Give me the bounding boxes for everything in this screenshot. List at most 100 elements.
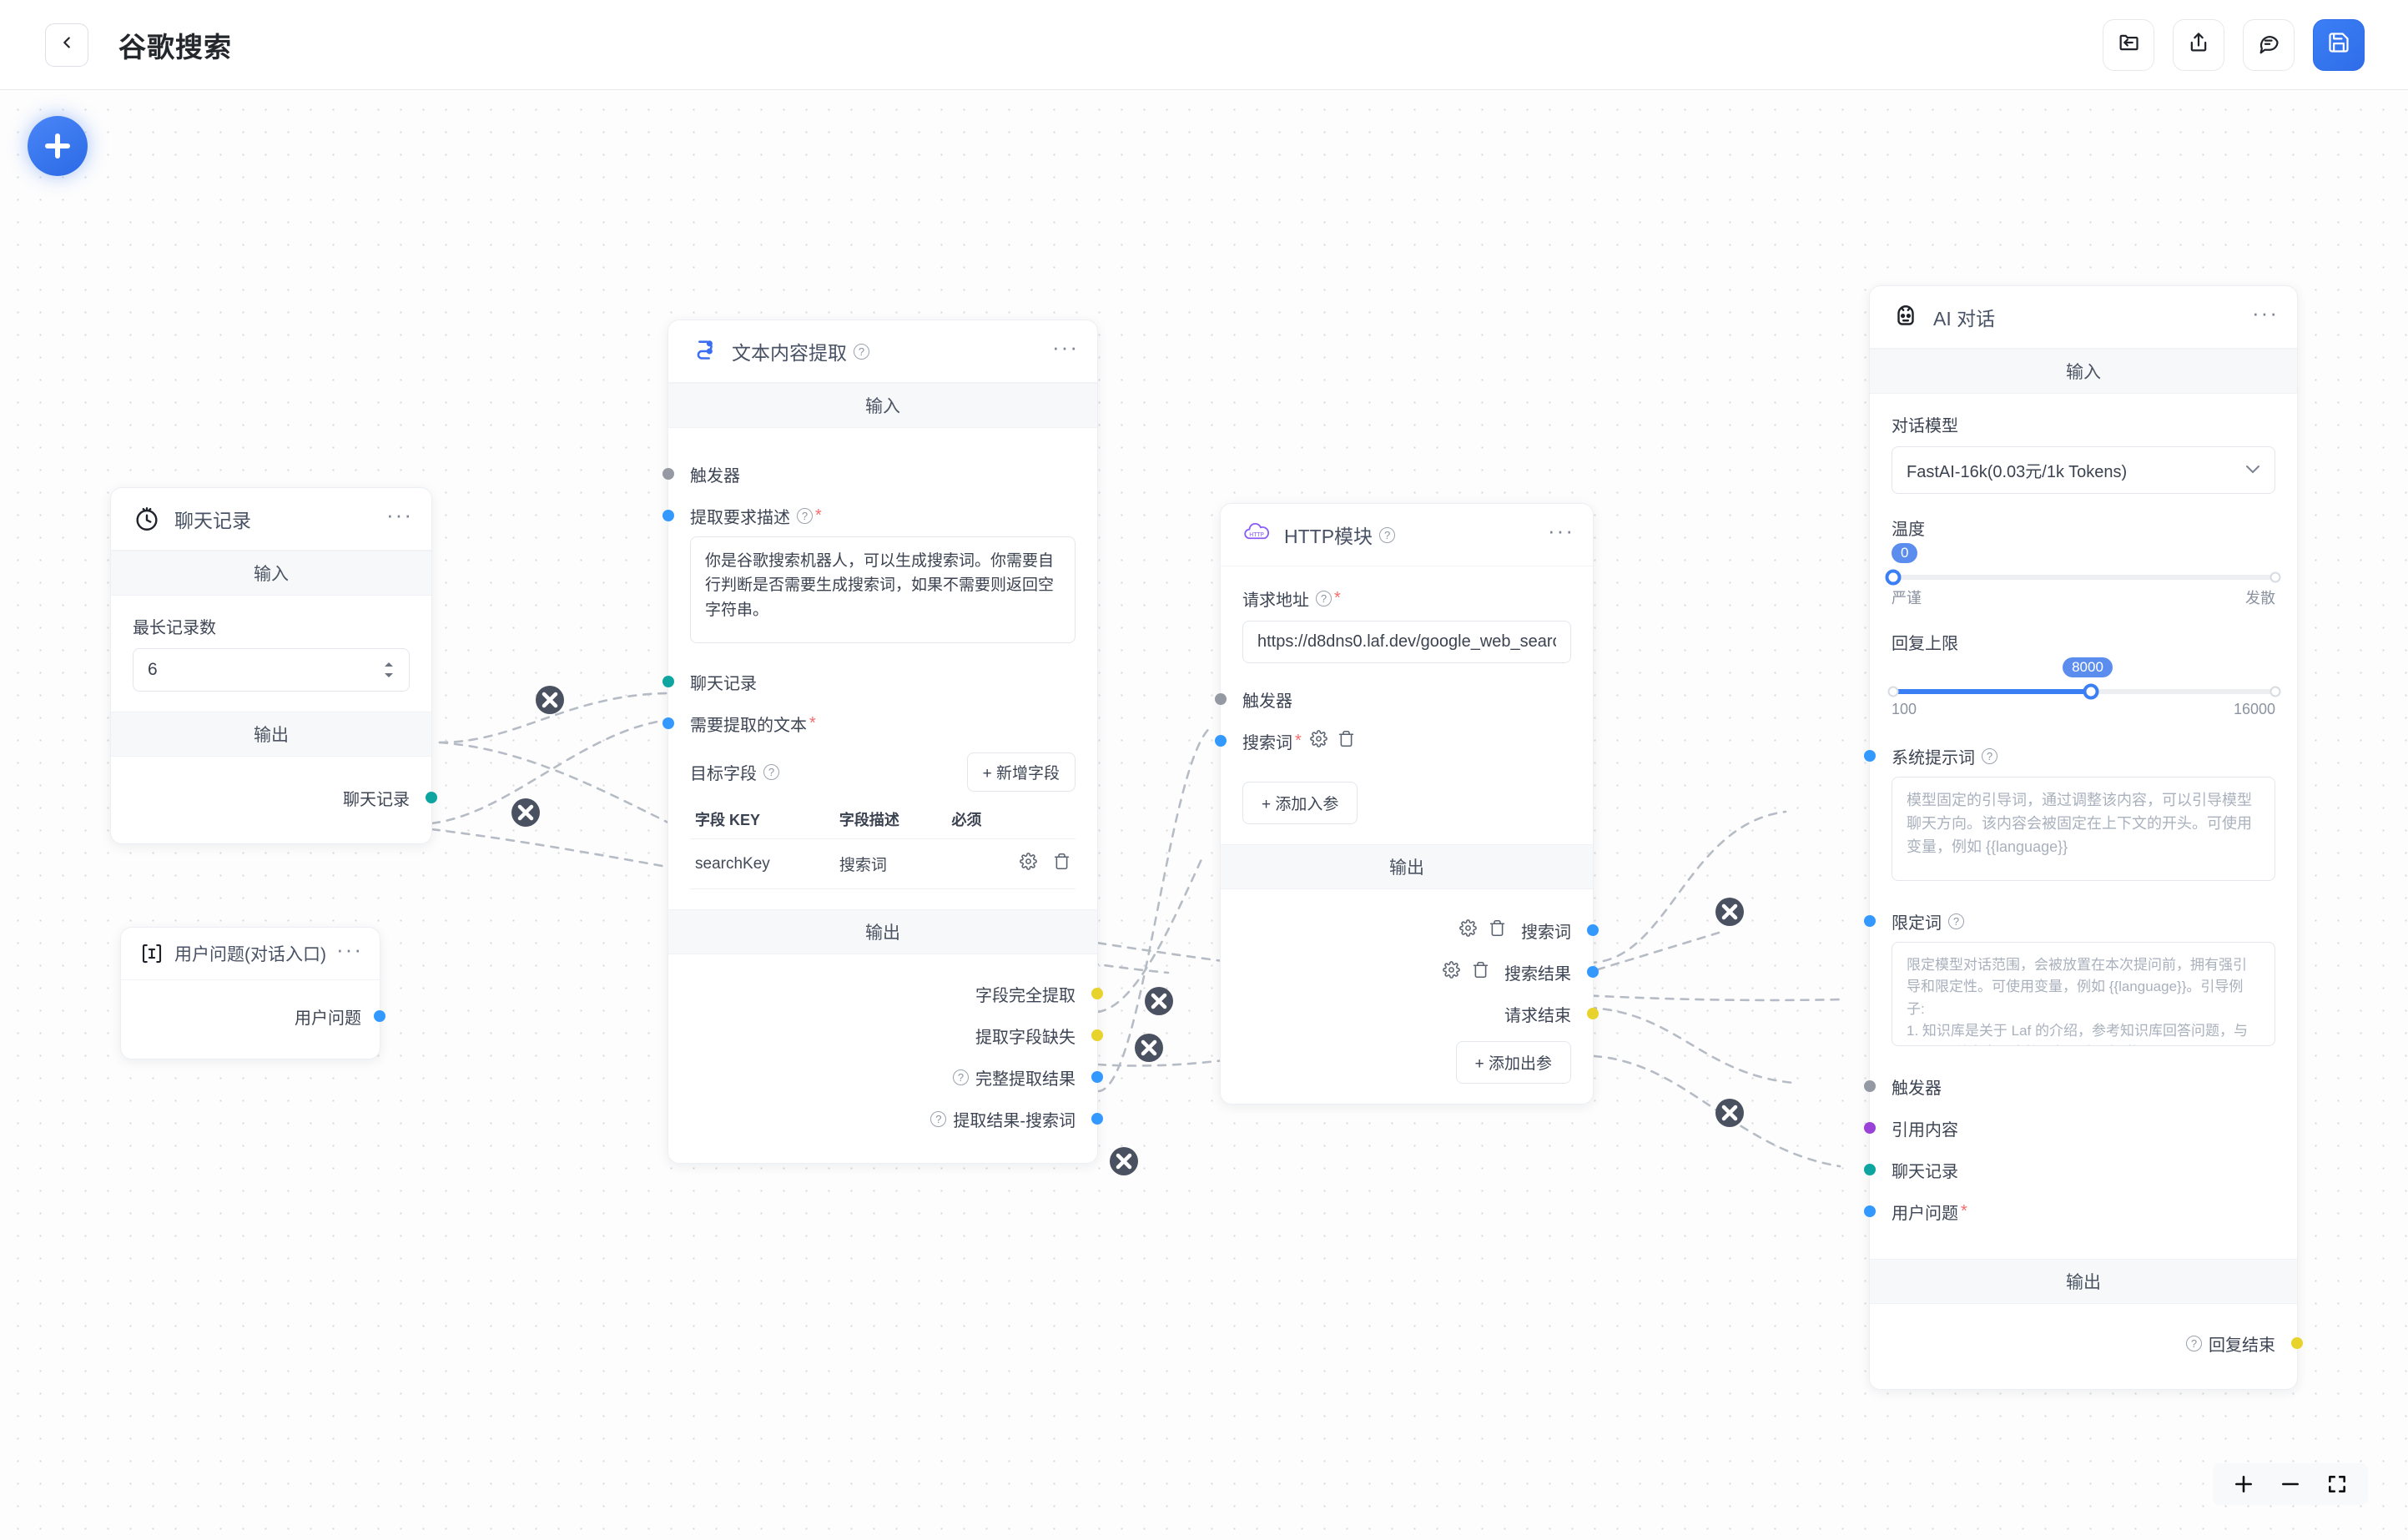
node-menu-button[interactable]: ··· [2252, 300, 2279, 325]
node-chat-history[interactable]: 聊天记录 ··· 输入 最长记录数 6 输出 聊天记录 [110, 487, 437, 844]
input-port-user-question[interactable]: 用户问题 * [1864, 1197, 2275, 1225]
output-port-chat-history[interactable]: 聊天记录 [133, 783, 437, 812]
workflow-canvas[interactable]: 聊天记录 ··· 输入 最长记录数 6 输出 聊天记录 [0, 90, 2408, 1540]
port-dot[interactable] [2291, 1337, 2303, 1349]
port-dot[interactable] [1864, 1205, 1876, 1217]
port-dot[interactable] [1864, 915, 1876, 927]
input-port-system-prompt[interactable]: 系统提示词 ? [1864, 742, 2275, 770]
input-port-chat-history[interactable]: 聊天记录 [662, 667, 1076, 696]
output-port-search-key[interactable]: 搜索词 [1242, 916, 1599, 944]
trash-icon[interactable] [1053, 853, 1071, 875]
output-port-request-end[interactable]: 请求结束 [1242, 999, 1599, 1028]
node-http-module[interactable]: HTTP HTTP模块 ? ··· 请求地址 ? * 触发器 搜索词 * [1215, 503, 1599, 1105]
port-dot[interactable] [1864, 1164, 1876, 1175]
input-port-quote[interactable]: 引用内容 [1864, 1114, 2275, 1142]
add-node-button[interactable] [28, 116, 88, 176]
add-output-param-button[interactable]: + 添加出参 [1455, 1041, 1571, 1084]
node-ai-chat[interactable]: AI 对话 ··· 输入 对话模型 FastAI-16k(0.03元/1k To… [1864, 285, 2303, 1390]
node-menu-button[interactable]: ··· [336, 937, 363, 962]
port-dot[interactable] [1091, 1029, 1103, 1041]
trash-icon[interactable] [1337, 730, 1355, 752]
zoom-in-icon[interactable] [2233, 1473, 2254, 1495]
output-port-reply-end[interactable]: ? 回复结束 [1892, 1329, 2303, 1357]
stepper-arrows[interactable] [383, 661, 395, 679]
gear-icon[interactable] [1019, 853, 1037, 875]
output-port-search-result[interactable]: 搜索结果 [1242, 958, 1599, 986]
input-port-trigger[interactable]: 触发器 [1215, 685, 1571, 713]
export-button[interactable] [2173, 18, 2224, 71]
node-menu-button[interactable]: ··· [1052, 335, 1079, 360]
port-dot[interactable] [662, 510, 674, 521]
add-input-param-button[interactable]: + 添加入参 [1242, 782, 1358, 824]
port-dot[interactable] [1091, 1071, 1103, 1083]
gear-icon[interactable] [1443, 960, 1460, 984]
help-icon[interactable]: ? [1316, 591, 1332, 606]
input-port-requirement[interactable]: 提取要求描述 ? * [662, 501, 1076, 530]
back-button[interactable] [45, 23, 88, 67]
input-port-trigger[interactable]: 触发器 [662, 460, 1076, 488]
help-icon[interactable]: ? [2186, 1335, 2202, 1351]
port-dot[interactable] [1091, 1113, 1103, 1125]
port-dot[interactable] [662, 717, 674, 729]
help-icon[interactable]: ? [854, 343, 869, 360]
port-dot[interactable] [1091, 988, 1103, 999]
target-fields-table: 字段 KEY 字段描述 必须 searchKey 搜索词 [690, 800, 1076, 889]
temperature-slider[interactable] [1885, 569, 2281, 586]
temperature-value: 0 [1892, 543, 1918, 563]
node-text-extract[interactable]: 文本内容提取 ? ··· 输入 触发器 提取要求描述 ? * 聊天记录 [662, 320, 1103, 1164]
gear-icon[interactable] [1309, 729, 1327, 752]
trash-icon[interactable] [1489, 919, 1506, 942]
help-icon[interactable]: ? [953, 1069, 969, 1085]
system-prompt-textarea[interactable] [1892, 777, 2275, 881]
input-port-qualifier[interactable]: 限定词 ? [1864, 907, 2275, 935]
fit-view-icon[interactable] [2326, 1473, 2348, 1495]
model-select[interactable]: FastAI-16k(0.03元/1k Tokens) [1892, 446, 2275, 494]
max-records-label: 最长记录数 [133, 619, 216, 637]
max-records-stepper[interactable]: 6 [133, 648, 410, 692]
url-input[interactable] [1242, 621, 1571, 663]
gear-icon[interactable] [1459, 918, 1477, 942]
input-port-trigger[interactable]: 触发器 [1864, 1072, 2275, 1100]
save-button[interactable] [2313, 18, 2365, 71]
output-port-fields-missing[interactable]: 提取字段缺失 [690, 1021, 1103, 1049]
max-tokens-slider[interactable] [1887, 683, 2281, 700]
help-icon[interactable]: ? [1948, 913, 1964, 929]
zoom-controls[interactable] [2213, 1463, 2368, 1505]
input-port-chat-history[interactable]: 聊天记录 [1864, 1155, 2275, 1184]
port-dot[interactable] [662, 468, 674, 480]
port-dot[interactable] [1864, 750, 1876, 762]
import-button[interactable] [2103, 18, 2154, 71]
port-dot[interactable] [1864, 1080, 1876, 1092]
slider-knob[interactable] [1885, 569, 1902, 586]
node-menu-button[interactable]: ··· [1548, 518, 1574, 543]
port-dot[interactable] [662, 676, 674, 687]
add-field-button[interactable]: + 新增字段 [966, 752, 1076, 792]
slider-knob[interactable] [2083, 683, 2099, 700]
node-user-question[interactable]: 用户问题(对话入口) ··· 用户问题 [120, 927, 385, 1059]
trash-icon[interactable] [1472, 961, 1489, 984]
chat-button[interactable] [2243, 18, 2295, 71]
node-menu-button[interactable]: ··· [386, 502, 413, 527]
port-dot[interactable] [426, 792, 437, 803]
port-dot[interactable] [1215, 693, 1227, 705]
help-icon[interactable]: ? [763, 764, 779, 780]
port-dot[interactable] [1215, 735, 1227, 747]
help-icon[interactable]: ? [1982, 747, 1997, 764]
port-dot[interactable] [1587, 924, 1599, 936]
requirement-textarea[interactable] [690, 536, 1076, 643]
help-icon[interactable]: ? [930, 1110, 947, 1127]
qualifier-textarea[interactable] [1892, 942, 2275, 1046]
output-port-full-result[interactable]: ? 完整提取结果 [690, 1063, 1103, 1091]
output-port-result-searchkey[interactable]: ? 提取结果-搜索词 [690, 1105, 1103, 1133]
help-icon[interactable]: ? [1379, 526, 1396, 543]
port-dot[interactable] [1864, 1122, 1876, 1134]
port-dot[interactable] [374, 1010, 385, 1022]
input-port-search-key[interactable]: 搜索词 * [1215, 727, 1571, 755]
help-icon[interactable]: ? [797, 507, 813, 524]
input-port-text[interactable]: 需要提取的文本 * [662, 709, 1076, 737]
port-dot[interactable] [1587, 966, 1599, 978]
output-port-user-question[interactable]: 用户问题 [139, 1002, 385, 1030]
zoom-out-icon[interactable] [2280, 1473, 2301, 1495]
port-dot[interactable] [1587, 1008, 1599, 1019]
output-port-fields-complete[interactable]: 字段完全提取 [690, 979, 1103, 1008]
